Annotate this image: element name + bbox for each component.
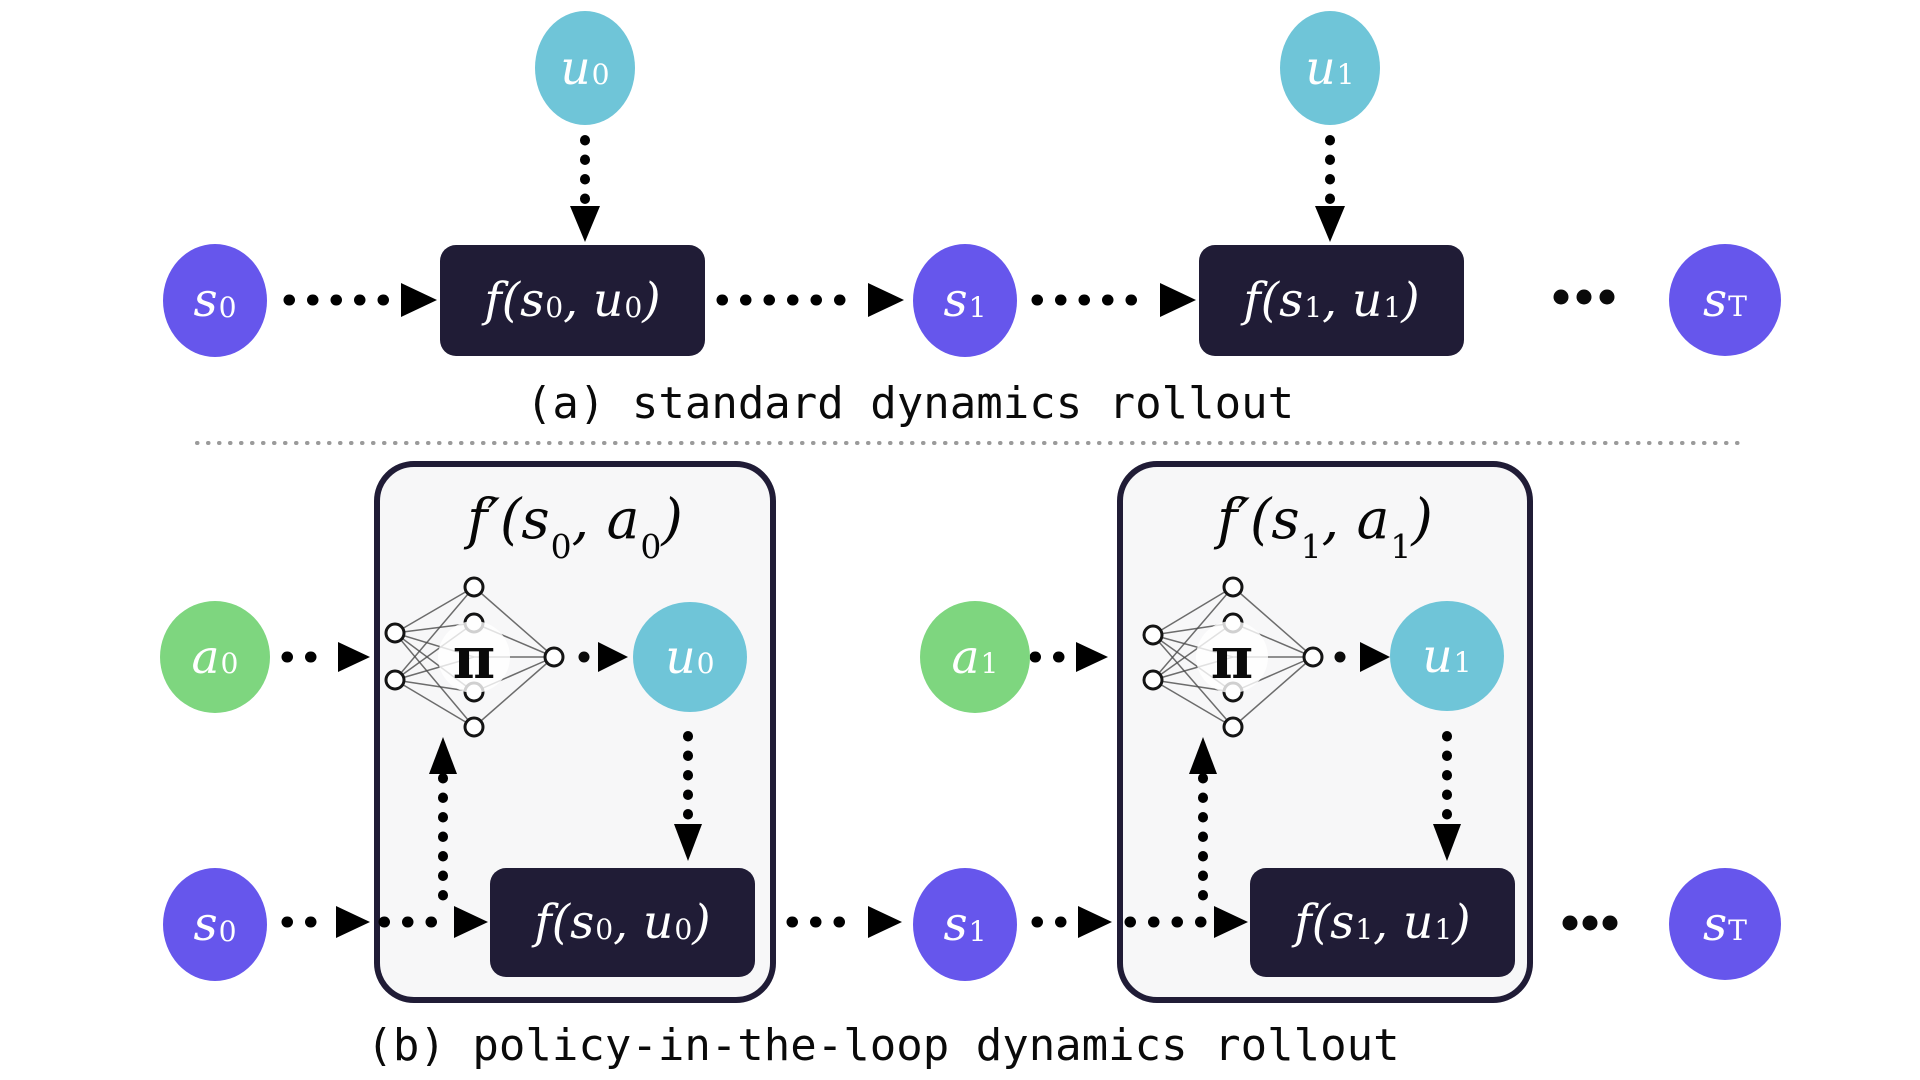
ellipsis-dots-bottom [1562,915,1618,931]
arrow-f0-to-s1-top [716,283,904,317]
arrow-a1-to-container1 [1029,642,1108,672]
arrow-s0-to-container0 [281,906,370,938]
arrow-u1-to-f1-top [1315,135,1345,242]
arrow-u0-to-f0-top [570,135,600,242]
arrow-s1-to-f1-top [1031,283,1196,317]
ellipsis-dots-top [1553,289,1615,305]
arrow-a0-to-container0 [281,642,370,672]
arrow-container0-to-s1 [786,906,902,938]
arrow-s0-to-f0-top [283,283,437,317]
caption-policy-in-the-loop-rollout: (b) policy-in-the-loop dynamics rollout [366,1020,1400,1071]
arrow-s1-to-container1 [1031,906,1112,938]
caption-standard-rollout: (a) standard dynamics rollout [525,378,1295,429]
policy-block-title-0: f′(s0, a0) [467,487,683,567]
policy-block-title-1: f′(s1, a1) [1217,487,1433,567]
